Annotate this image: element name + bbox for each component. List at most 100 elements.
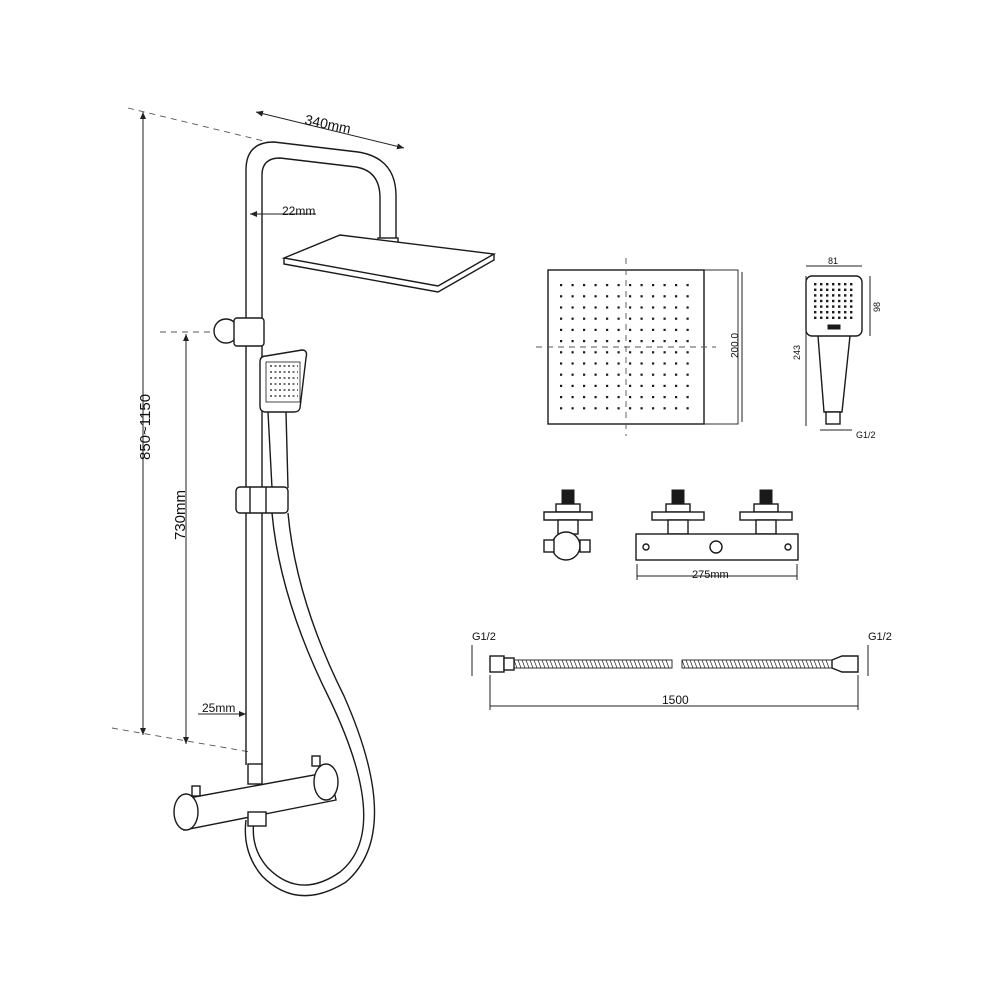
hand-nozzle-dot [820,283,823,286]
nozzle-dot [675,351,678,354]
nozzle-dot [652,317,655,320]
nozzle-dot [663,284,666,287]
hand-nozzle-dot [826,316,829,319]
hand-nozzle-dot [838,299,841,303]
hand-nozzle-dot [826,283,829,286]
hand-nozzle-dot [814,294,817,297]
hand-nozzle-dot [844,294,847,297]
nozzle-dot [686,317,689,320]
nozzle-dot [640,306,643,309]
hand-nozzle-dot [844,311,847,314]
nozzle-dot [663,384,666,387]
nozzle-dot [675,373,678,376]
nozzle-dot [617,295,620,298]
hose-length-label: 1500 [662,693,689,707]
hand-nozzle-dot [838,305,841,308]
hand-nozzle-dot [850,283,853,286]
hand-width-label: 81 [828,256,838,266]
nozzle-dot [571,295,574,298]
nozzle-dot [583,362,586,365]
hand-nozzle-dot [826,305,829,308]
nozzle-dot [571,284,574,287]
nozzle-dot [583,384,586,387]
mixer-bottom-outlet [247,811,267,827]
hand-nozzle-dot [832,305,835,308]
hand-nozzle-dot [838,316,841,319]
nozzle-dot [594,362,597,365]
hand-nozzle-dot [850,316,853,319]
mixer-left-knob [173,793,199,831]
nozzle-dot [652,373,655,376]
nozzle-dot [675,284,678,287]
hand-nozzle-dot [832,294,835,297]
nozzle-dot [652,328,655,331]
nozzle-dot [675,328,678,331]
hose-left-thread-label: G1/2 [472,631,496,643]
side-flange [543,511,593,521]
nozzle-dot [606,384,609,387]
nozzle-dot [663,295,666,298]
side-inlet-nut [555,503,581,513]
bottom-pipe-label: 25mm [202,701,235,715]
hand-shower-nozzles [265,361,301,403]
hand-nozzle-dot [838,294,841,297]
hand-nozzle-dot [832,311,835,314]
nozzle-dot [606,284,609,287]
nozzle-dot [617,396,620,399]
nozzle-dot [652,407,655,410]
hose-left-nut [489,655,505,673]
nozzle-dot [594,373,597,376]
nozzle-dot [560,373,563,376]
hand-nozzle-dot [844,316,847,319]
hand-nozzle-dot [832,288,835,291]
left-inlet-thread [671,489,685,505]
right-inlet-nut [753,503,779,513]
nozzle-dot [583,317,586,320]
hand-shower-nozzle-grid [814,283,853,319]
nozzle-dot [663,351,666,354]
nozzle-dot [617,284,620,287]
nozzle-dot [663,340,666,343]
nozzle-dot [629,384,632,387]
nozzle-dot [652,362,655,365]
shower-head-nozzle-grid [560,284,689,410]
hand-shower-front-view: 81 98 243 G1/2 [792,256,882,440]
valve-front-view: 275mm [635,489,799,581]
right-flange [739,511,793,521]
bottom-extension-line [111,727,251,753]
nozzle-dot [640,373,643,376]
nozzle-dot [640,407,643,410]
total-height-label: 850~1150 [137,394,154,460]
hand-nozzle-dot [850,288,853,291]
nozzle-dot [629,295,632,298]
hand-nozzle-dot [850,299,853,303]
nozzle-dot [640,396,643,399]
hand-nozzle-dot [844,288,847,291]
hand-nozzle-dot [826,288,829,291]
nozzle-dot [571,384,574,387]
hand-nozzle-dot [820,305,823,308]
hand-nozzle-dot [814,316,817,319]
nozzle-dot [686,295,689,298]
valve-width-label: 275mm [692,569,729,581]
hand-nozzle-dot [814,305,817,308]
hand-length-label: 243 [792,345,802,360]
nozzle-dot [583,306,586,309]
nozzle-dot [663,306,666,309]
side-valve-body [551,531,581,561]
valve-left-dot [642,543,650,551]
nozzle-dot [571,351,574,354]
shower-head-front-view: 200.0 [536,258,743,436]
nozzle-dot [640,362,643,365]
hose-loop-outer [252,512,365,886]
nozzle-dot [629,351,632,354]
nozzle-dot [675,306,678,309]
nozzle-dot [652,284,655,287]
valve-side-view [543,489,593,561]
side-right-cap [579,539,591,553]
arm-length-label: 340mm [303,111,352,136]
rail-height-label: 730mm [172,490,189,540]
nozzle-dot [640,351,643,354]
